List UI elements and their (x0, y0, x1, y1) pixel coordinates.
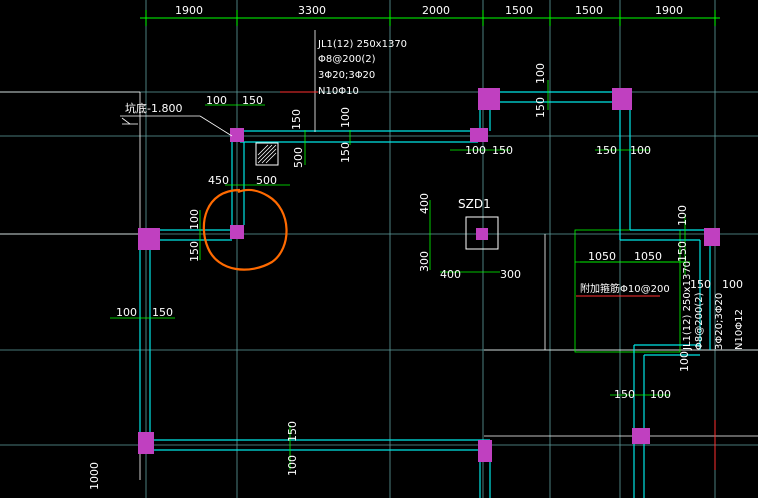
column-1 (230, 128, 244, 142)
dim-150-d: 150 (596, 144, 617, 157)
dim-300-h: 300 (500, 268, 521, 281)
dim-500-h: 500 (256, 174, 277, 187)
column-szd1 (476, 228, 488, 240)
dim-150-c: 150 (290, 109, 303, 130)
dim-150-right: 150 (690, 278, 711, 291)
top-dim-1: 1900 (175, 4, 203, 17)
dim-100-a: 100 (206, 94, 227, 107)
dim-100-top: 100 (534, 63, 547, 84)
dim-1000: 1000 (88, 462, 101, 490)
szd1-outline (465, 216, 499, 250)
dim-100-c: 100 (465, 144, 486, 157)
dim-150-h: 150 (676, 241, 689, 262)
dim-150-b: 150 (492, 144, 513, 157)
column-5 (230, 225, 244, 239)
vertical-note-b: Φ8@200(2) (694, 292, 705, 350)
top-dimension-labels: 1900 3300 2000 1500 1500 1900 (175, 4, 683, 17)
top-dim-6: 1900 (655, 4, 683, 17)
beam-note-line4: N10Φ10 (318, 86, 359, 97)
beam-note-line2: Φ8@200(2) (318, 54, 376, 65)
dim-100-f: 100 (188, 209, 201, 230)
dim-100-b: 100 (630, 144, 651, 157)
column-7 (704, 228, 720, 246)
beam-note-line3: 3Φ20;3Φ20 (318, 70, 375, 81)
text-labels: JL1(12) 250x1370 Φ8@200(2) 3Φ20;3Φ20 N10… (88, 39, 745, 490)
vertical-note-c: 3Φ20;3Φ20 (714, 293, 725, 350)
walls (139, 91, 711, 498)
column-2 (470, 128, 488, 142)
dim-100-i: 100 (678, 351, 691, 372)
top-dim-5: 1500 (575, 4, 603, 17)
vertical-note-d: N10Φ12 (734, 309, 745, 350)
top-dim-2: 3300 (298, 4, 326, 17)
dim-150-e: 150 (339, 142, 352, 163)
dim-100-d: 100 (339, 107, 352, 128)
top-dim-3: 2000 (422, 4, 450, 17)
dim-150-k: 150 (614, 388, 635, 401)
top-dimension-chain (140, 10, 720, 26)
dim-100-g: 100 (116, 306, 137, 319)
column-4 (612, 88, 632, 110)
dim-400-v: 400 (418, 193, 431, 214)
dim-100-far: 100 (722, 278, 743, 291)
dim-150-l: 150 (286, 421, 299, 442)
column-6 (138, 228, 160, 250)
hatched-block (255, 142, 279, 166)
beam-note-line1: JL1(12) 250x1370 (317, 39, 407, 50)
dimension-ticks (110, 80, 690, 470)
column-9 (478, 440, 492, 462)
column-8 (138, 432, 154, 454)
side-note: 附加箍筋Φ10@200 (580, 282, 670, 295)
column-10 (632, 428, 650, 444)
column-3 (478, 88, 500, 110)
orange-highlight-circle (202, 188, 288, 271)
dim-100-k: 100 (650, 388, 671, 401)
dim-150-g: 150 (152, 306, 173, 319)
dim-150-f: 150 (188, 241, 201, 262)
top-dim-4: 1500 (505, 4, 533, 17)
dim-100-right: 100 (676, 205, 689, 226)
red-lines (280, 91, 716, 470)
dim-1050-a: 1050 (588, 250, 616, 263)
elevation-label: 坑底-1.800 (125, 101, 182, 115)
dim-500-v: 500 (292, 147, 305, 168)
vertical-note-a: JL1(12) 250x1370 (682, 261, 693, 351)
dim-450: 450 (208, 174, 229, 187)
dim-100-l: 100 (286, 455, 299, 476)
dim-300-v: 300 (418, 251, 431, 272)
column-label-szd1: SZD1 (458, 197, 491, 211)
leader-lines (120, 30, 316, 137)
dim-1050-b: 1050 (634, 250, 662, 263)
columns (138, 88, 720, 462)
dim-150-top: 150 (534, 97, 547, 118)
dim-150-a: 150 (242, 94, 263, 107)
dim-400-h: 400 (440, 268, 461, 281)
